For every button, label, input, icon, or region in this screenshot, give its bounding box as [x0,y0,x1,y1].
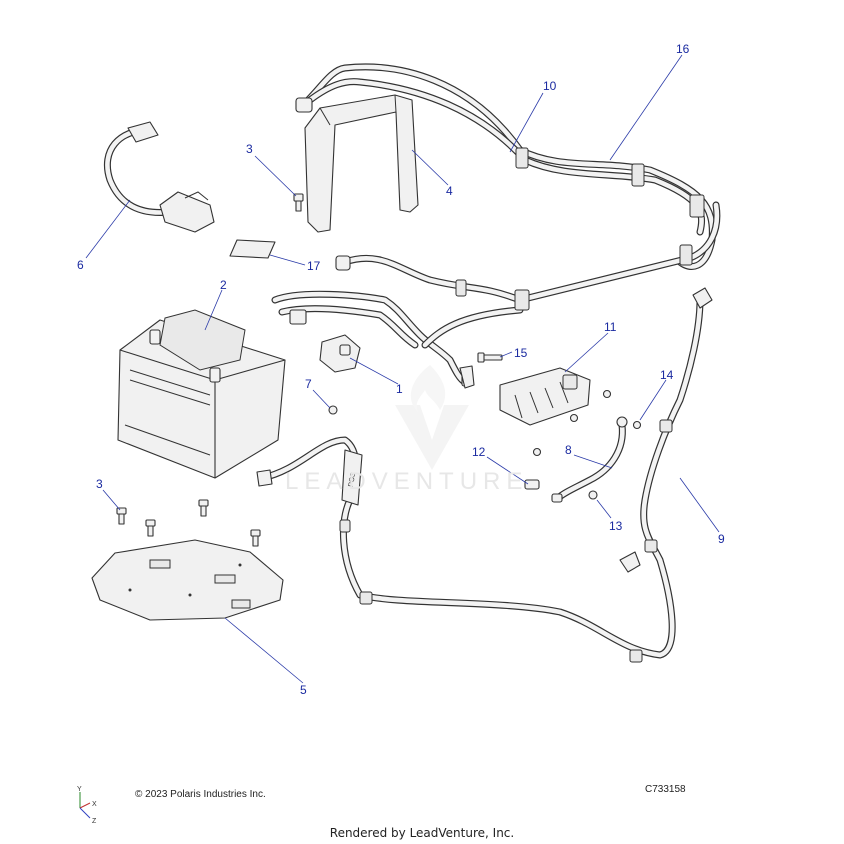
axis-y-label: Y [77,786,82,793]
callout-8[interactable]: 8 [565,443,572,457]
callout-5[interactable]: 5 [300,683,307,697]
mounting-bracket[interactable] [304,94,419,233]
label-plate[interactable] [229,239,276,259]
wiring-harness[interactable] [271,63,721,387]
clip-12[interactable] [524,479,540,490]
negative-cable[interactable] [103,121,215,233]
fuse-block[interactable] [499,367,612,457]
solenoid[interactable] [319,334,361,373]
callout-3-lower[interactable]: 3 [96,477,103,491]
callout-12[interactable]: 12 [472,445,486,459]
battery-tray[interactable] [91,539,284,621]
callout-13[interactable]: 13 [609,519,623,533]
battery[interactable] [117,309,286,479]
callout-11[interactable]: 11 [604,320,617,334]
watermark-text: LEADVENTURE [285,468,529,495]
callout-10[interactable]: 10 [543,79,557,93]
callout-6[interactable]: 6 [77,258,84,272]
callout-15[interactable]: 15 [514,346,528,360]
rendered-by-text: Rendered by LeadVenture, Inc. [329,826,515,840]
nut-14[interactable] [632,420,642,430]
small-bracket[interactable] [459,365,475,389]
diagram-id: C733158 [645,784,686,795]
leader-lines [85,54,720,684]
bolts-tray[interactable] [116,499,261,547]
callout-16[interactable]: 16 [676,42,690,56]
callout-numbers: 3 4 10 16 6 17 2 11 15 1 7 14 12 8 13 9 … [77,42,725,697]
axis-triad-icon: Y X Z [77,786,97,825]
nut-13[interactable] [588,490,598,500]
bolt-upper[interactable] [293,193,304,212]
callout-14[interactable]: 14 [660,368,674,382]
bolt-15[interactable] [477,352,503,363]
positive-cable[interactable]: POS [256,287,713,663]
callout-4[interactable]: 4 [446,184,453,198]
ground-strap[interactable] [551,416,628,503]
axis-x-label: X [92,801,97,808]
callout-3-upper[interactable]: 3 [246,142,253,156]
copyright-text: © 2023 Polaris Industries Inc. [135,789,266,800]
callout-17[interactable]: 17 [307,259,321,273]
nut-7[interactable] [328,405,338,415]
callout-2[interactable]: 2 [220,278,227,292]
axis-z-label: Z [92,818,97,825]
callout-7[interactable]: 7 [305,377,312,391]
cable-label: POS [348,471,358,487]
callout-1[interactable]: 1 [396,382,403,396]
callout-9[interactable]: 9 [718,532,725,546]
leadventure-watermark-logo [395,365,469,470]
